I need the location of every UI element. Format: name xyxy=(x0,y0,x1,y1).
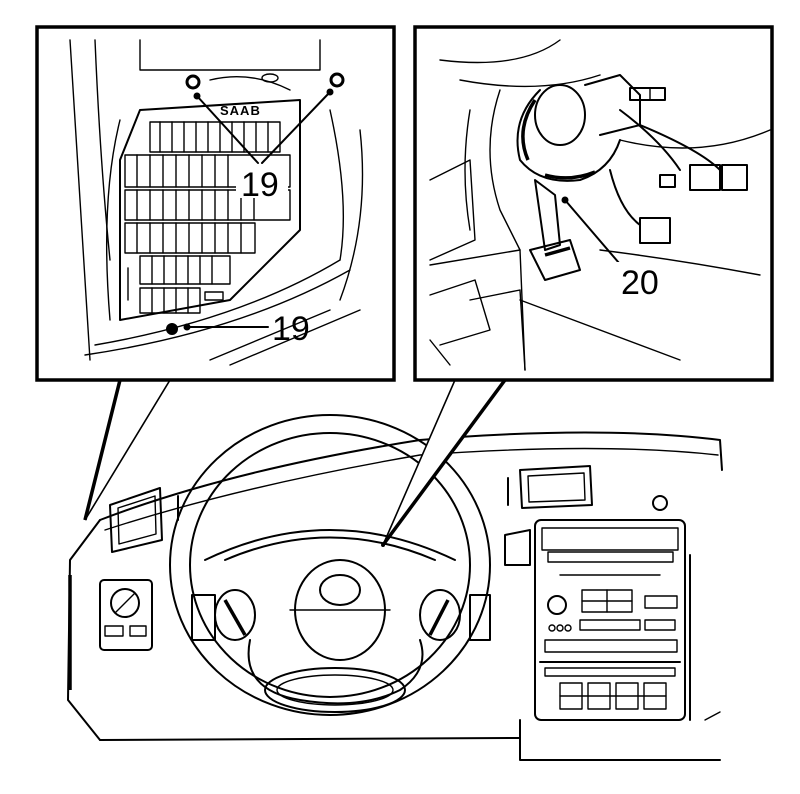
fuse-box-inset: SAAB 19 19 xyxy=(35,25,396,382)
callout-19-lower: 19 xyxy=(272,310,310,348)
callout-20: 20 xyxy=(621,264,659,302)
upper-left-screw xyxy=(185,74,201,90)
fuse-grid xyxy=(124,121,291,314)
upper-right-screw xyxy=(329,72,345,88)
fuse-box-brand: SAAB xyxy=(220,103,261,118)
callout-19-upper: 19 xyxy=(241,166,279,204)
dashboard-illustration xyxy=(67,414,723,761)
lower-screw xyxy=(166,323,178,335)
pedal-bracket-inset: 20 xyxy=(413,25,774,382)
